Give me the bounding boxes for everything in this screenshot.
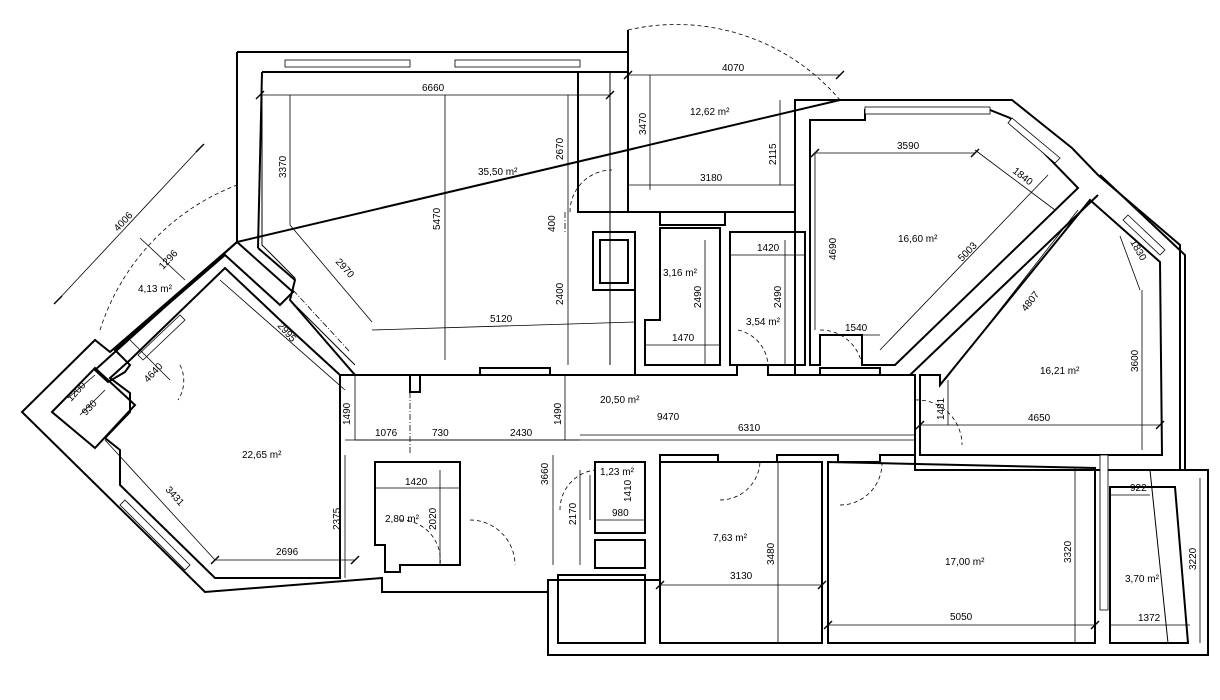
dim-3320: 3320 (1063, 540, 1074, 563)
area-bedroom-e: 16,21 m² (1040, 366, 1080, 377)
dim-1830: 1830 (1127, 238, 1148, 263)
dim-400: 400 (547, 215, 558, 232)
dim-2995: 2995 (275, 321, 298, 345)
dim-6660: 6660 (422, 83, 445, 94)
dim-4690: 4690 (828, 237, 839, 260)
small-closet-w (50, 366, 137, 450)
dim-930: 930 (80, 398, 100, 418)
area-wc: 3,16 m² (663, 268, 698, 279)
dim-2490a: 2490 (693, 285, 704, 308)
dim-5120: 5120 (490, 314, 513, 325)
dim-3600: 3600 (1130, 349, 1141, 372)
top-room-walls (627, 75, 840, 226)
dim-3220: 3220 (1188, 547, 1199, 570)
dimension-ticks (53, 70, 1165, 630)
dim-4807: 4807 (1020, 289, 1043, 314)
dim-5003: 5003 (956, 240, 980, 264)
dim-1490a: 1490 (342, 402, 353, 425)
dim-5470: 5470 (432, 207, 443, 230)
dim-3590: 3590 (897, 141, 920, 152)
dim-1470: 1470 (672, 333, 695, 344)
area-balcony-w: 4,13 m² (138, 284, 173, 295)
dim-3431: 3431 (163, 485, 186, 509)
dim-1420a: 1420 (405, 477, 428, 488)
balcony-w-walls (93, 52, 295, 384)
balcony-e-divider (1149, 469, 1169, 644)
area-bedroom-ne: 16,60 m² (898, 234, 938, 245)
living-room-walls (577, 71, 629, 213)
dim-4070: 4070 (722, 63, 745, 74)
wc-walls (644, 227, 721, 366)
dim-1540: 1540 (845, 323, 868, 334)
area-room-sw: 22,65 m² (242, 450, 282, 461)
dim-1076: 1076 (375, 428, 398, 439)
dim-3660: 3660 (540, 462, 551, 485)
outer-wall-outline (20, 30, 1209, 656)
dim-2020: 2020 (428, 507, 439, 530)
dim-1420b: 1420 (757, 243, 780, 254)
door-swings (99, 24, 963, 566)
dimension-lines (57, 74, 1201, 643)
dim-730: 730 (432, 428, 449, 439)
dim-2375: 2375 (332, 507, 343, 530)
bedroom-e-walls (919, 198, 1164, 456)
dim-2970: 2970 (333, 257, 356, 281)
dim-1481: 1481 (936, 397, 947, 420)
dim-2170: 2170 (568, 502, 579, 525)
dim-2400: 2400 (555, 282, 566, 305)
dim-2430: 2430 (510, 428, 533, 439)
balcony-e-walls (1109, 486, 1190, 644)
dim-3480: 3480 (766, 542, 777, 565)
dim-980: 980 (612, 508, 629, 519)
area-storage-b: 1,23 m² (600, 467, 635, 478)
dim-3180: 3180 (700, 173, 723, 184)
dim-1296: 1296 (157, 248, 181, 272)
storage-a-walls (374, 461, 461, 573)
dim-2115: 2115 (768, 143, 779, 165)
dim-9470: 9470 (657, 412, 680, 423)
area-room-s: 7,63 m² (713, 533, 748, 544)
area-living: 35,50 m² (478, 167, 518, 178)
dimension-texts: 6660 3370 2670 5470 400 2970 5120 2400 4… (65, 63, 1199, 624)
dim-2670: 2670 (555, 137, 566, 160)
area-top-room: 12,62 m² (690, 107, 730, 118)
dim-4006: 4006 (112, 210, 136, 234)
shaft (592, 231, 636, 291)
dim-1840: 1840 (1010, 166, 1035, 189)
dim-2696: 2696 (276, 547, 299, 558)
bedroom-e-outer (914, 174, 1186, 471)
area-bath: 3,54 m² (746, 317, 781, 328)
dim-3130: 3130 (730, 571, 753, 582)
area-room-se: 17,00 m² (945, 557, 985, 568)
dim-2490b: 2490 (773, 285, 784, 308)
area-balcony-e: 3,70 m² (1125, 574, 1160, 585)
storage-b-walls (557, 461, 646, 644)
area-storage-a: 2,80 m² (385, 514, 420, 525)
dim-3470: 3470 (638, 112, 649, 135)
dim-3370: 3370 (278, 155, 289, 178)
bedroom-ne-outer (794, 100, 1099, 376)
area-corridor: 20,50 m² (600, 395, 640, 406)
room-s-walls (659, 461, 823, 644)
room-se-walls (827, 460, 1096, 644)
dim-1490b: 1490 (553, 402, 564, 425)
windows (119, 59, 1166, 611)
area-labels: 35,50 m² 12,62 m² 16,60 m² 16,21 m² 4,13… (138, 107, 1160, 585)
dim-1410: 1410 (623, 479, 634, 502)
dim-5050: 5050 (950, 612, 973, 623)
dim-4650: 4650 (1028, 413, 1051, 424)
dim-1372: 1372 (1138, 613, 1161, 624)
dim-4640: 4640 (142, 361, 166, 385)
dim-6310: 6310 (738, 423, 761, 434)
bath-walls (729, 231, 806, 366)
dim-922: 922 (1130, 483, 1147, 494)
